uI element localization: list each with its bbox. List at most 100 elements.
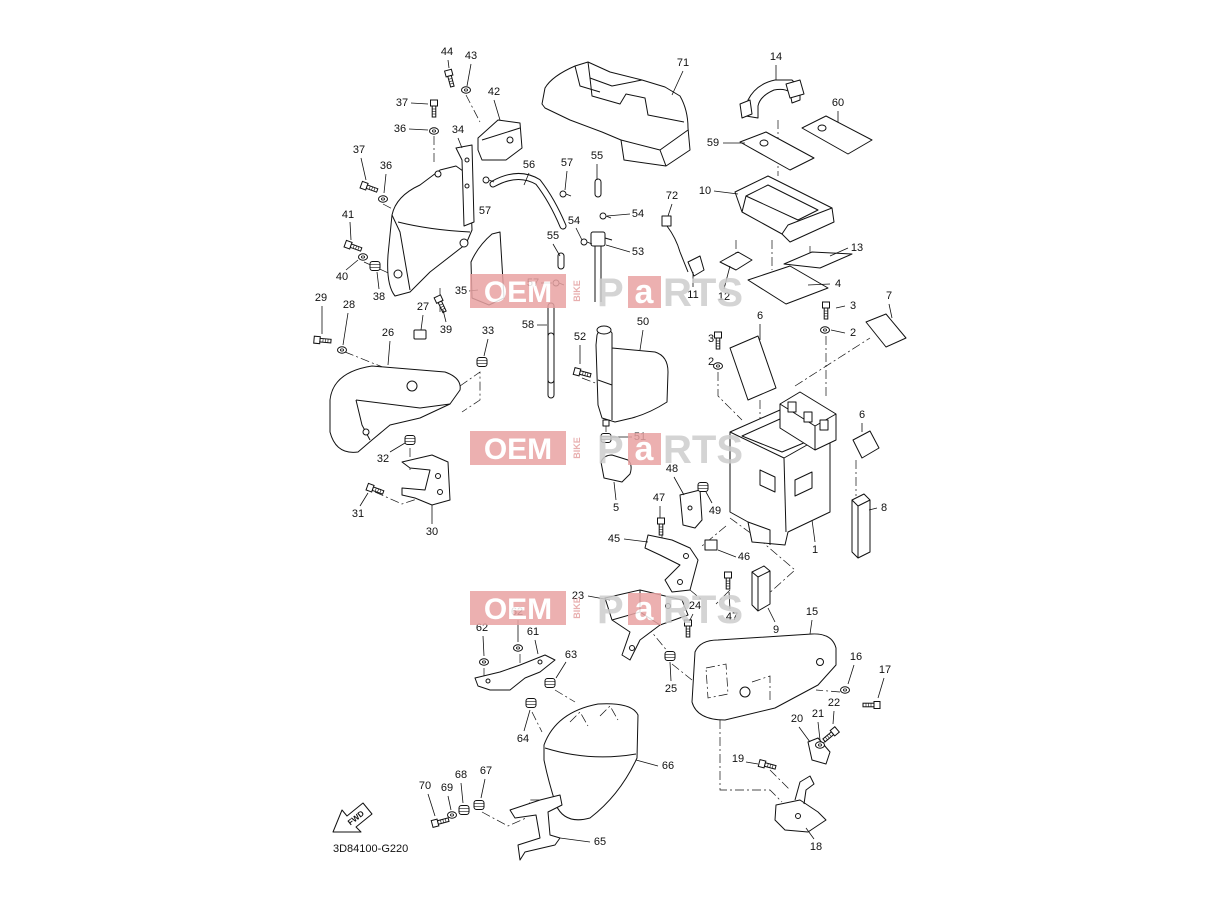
svg-text:P: P [597, 588, 624, 632]
callout-55: 55 [591, 150, 603, 162]
part-42 [477, 119, 523, 161]
part-55 [557, 178, 602, 270]
watermark-logo: OEM BIKE P a RTS OEM BIKE P a RTS OEM BI… [470, 271, 743, 632]
callout-44: 44 [441, 46, 453, 58]
callout-36: 36 [380, 160, 392, 172]
svg-text:RTS: RTS [663, 588, 743, 632]
callout-3: 3 [708, 333, 714, 345]
callout-70: 70 [419, 780, 431, 792]
part-71 [541, 61, 691, 167]
callout-8: 8 [881, 502, 887, 514]
callout-45: 45 [608, 533, 620, 545]
callout-29: 29 [315, 292, 327, 304]
svg-text:P: P [597, 428, 624, 472]
callout-1: 1 [812, 544, 818, 556]
callout-68: 68 [455, 769, 467, 781]
part-20 [807, 737, 831, 765]
callout-22: 22 [828, 697, 840, 709]
callout-46: 46 [738, 551, 750, 563]
callout-56: 56 [523, 159, 535, 171]
callout-60: 60 [832, 97, 844, 109]
part-45 [644, 534, 699, 593]
callout-19: 19 [732, 753, 744, 765]
part-13 [783, 251, 853, 269]
svg-text:a: a [635, 590, 655, 628]
callout-10: 10 [699, 185, 711, 197]
callout-47: 47 [653, 492, 665, 504]
callout-57: 57 [561, 157, 573, 169]
part-27 [413, 329, 427, 340]
part-8 [851, 493, 871, 559]
part-14 [739, 79, 805, 119]
part-7 [865, 313, 907, 348]
callout-52: 52 [574, 331, 586, 343]
callout-25: 25 [665, 683, 677, 695]
callout-15: 15 [806, 606, 818, 618]
callout-40: 40 [336, 271, 348, 283]
callout-42: 42 [488, 86, 500, 98]
callout-58: 58 [522, 319, 534, 331]
callout-72: 72 [666, 190, 678, 202]
callout-53: 53 [632, 246, 644, 258]
diagram-code: 3D84100-G220 [333, 843, 408, 855]
svg-text:BIKE: BIKE [572, 280, 582, 302]
callout-30: 30 [426, 526, 438, 538]
callout-26: 26 [382, 327, 394, 339]
callout-7: 7 [886, 290, 892, 302]
callout-31: 31 [352, 508, 364, 520]
callout-16: 16 [850, 651, 862, 663]
callout-41: 41 [342, 209, 354, 221]
callout-36: 36 [394, 123, 406, 135]
callout-3: 3 [850, 300, 856, 312]
svg-text:RTS: RTS [663, 428, 743, 472]
part-10 [734, 175, 835, 243]
callout-61: 61 [527, 626, 539, 638]
callout-2: 2 [850, 327, 856, 339]
part-9 [751, 565, 771, 612]
callout-35: 35 [455, 285, 467, 297]
part-4 [747, 265, 829, 305]
part-30 [401, 454, 451, 506]
callout-43: 43 [465, 50, 477, 62]
callout-6: 6 [757, 310, 763, 322]
svg-text:BIKE: BIKE [572, 597, 582, 619]
part-15 [691, 633, 837, 721]
callout-66: 66 [662, 760, 674, 772]
callout-9: 9 [773, 624, 779, 636]
callout-18: 18 [810, 841, 822, 853]
callout-71: 71 [677, 57, 689, 69]
svg-text:OEM: OEM [484, 433, 552, 466]
callout-63: 63 [565, 649, 577, 661]
part-6-right [852, 430, 880, 459]
callout-38: 38 [373, 291, 385, 303]
callout-54: 54 [632, 208, 644, 220]
part-26 [329, 365, 461, 453]
callout-20: 20 [791, 713, 803, 725]
callout-67: 67 [480, 765, 492, 777]
callout-17: 17 [879, 664, 891, 676]
part-50 [595, 325, 669, 427]
svg-text:P: P [597, 271, 624, 315]
callout-47: 47 [726, 611, 738, 623]
part-60 [801, 115, 873, 155]
part-18 [774, 775, 827, 833]
part-34 [387, 144, 475, 297]
callout-4: 4 [835, 278, 841, 290]
callout-48: 48 [666, 463, 678, 475]
part-46 [704, 539, 718, 551]
svg-text:OEM: OEM [484, 593, 552, 626]
part-12 [719, 251, 753, 271]
callout-33: 33 [482, 325, 494, 337]
callout-21: 21 [812, 708, 824, 720]
part-53 [590, 231, 613, 302]
svg-text:RTS: RTS [663, 271, 743, 315]
svg-text:OEM: OEM [484, 276, 552, 309]
callout-28: 28 [343, 299, 355, 311]
callout-64: 64 [517, 733, 529, 745]
callout-23: 23 [572, 590, 584, 602]
part-66 [543, 703, 639, 821]
part-1 [729, 391, 837, 546]
callout-14: 14 [770, 51, 782, 63]
